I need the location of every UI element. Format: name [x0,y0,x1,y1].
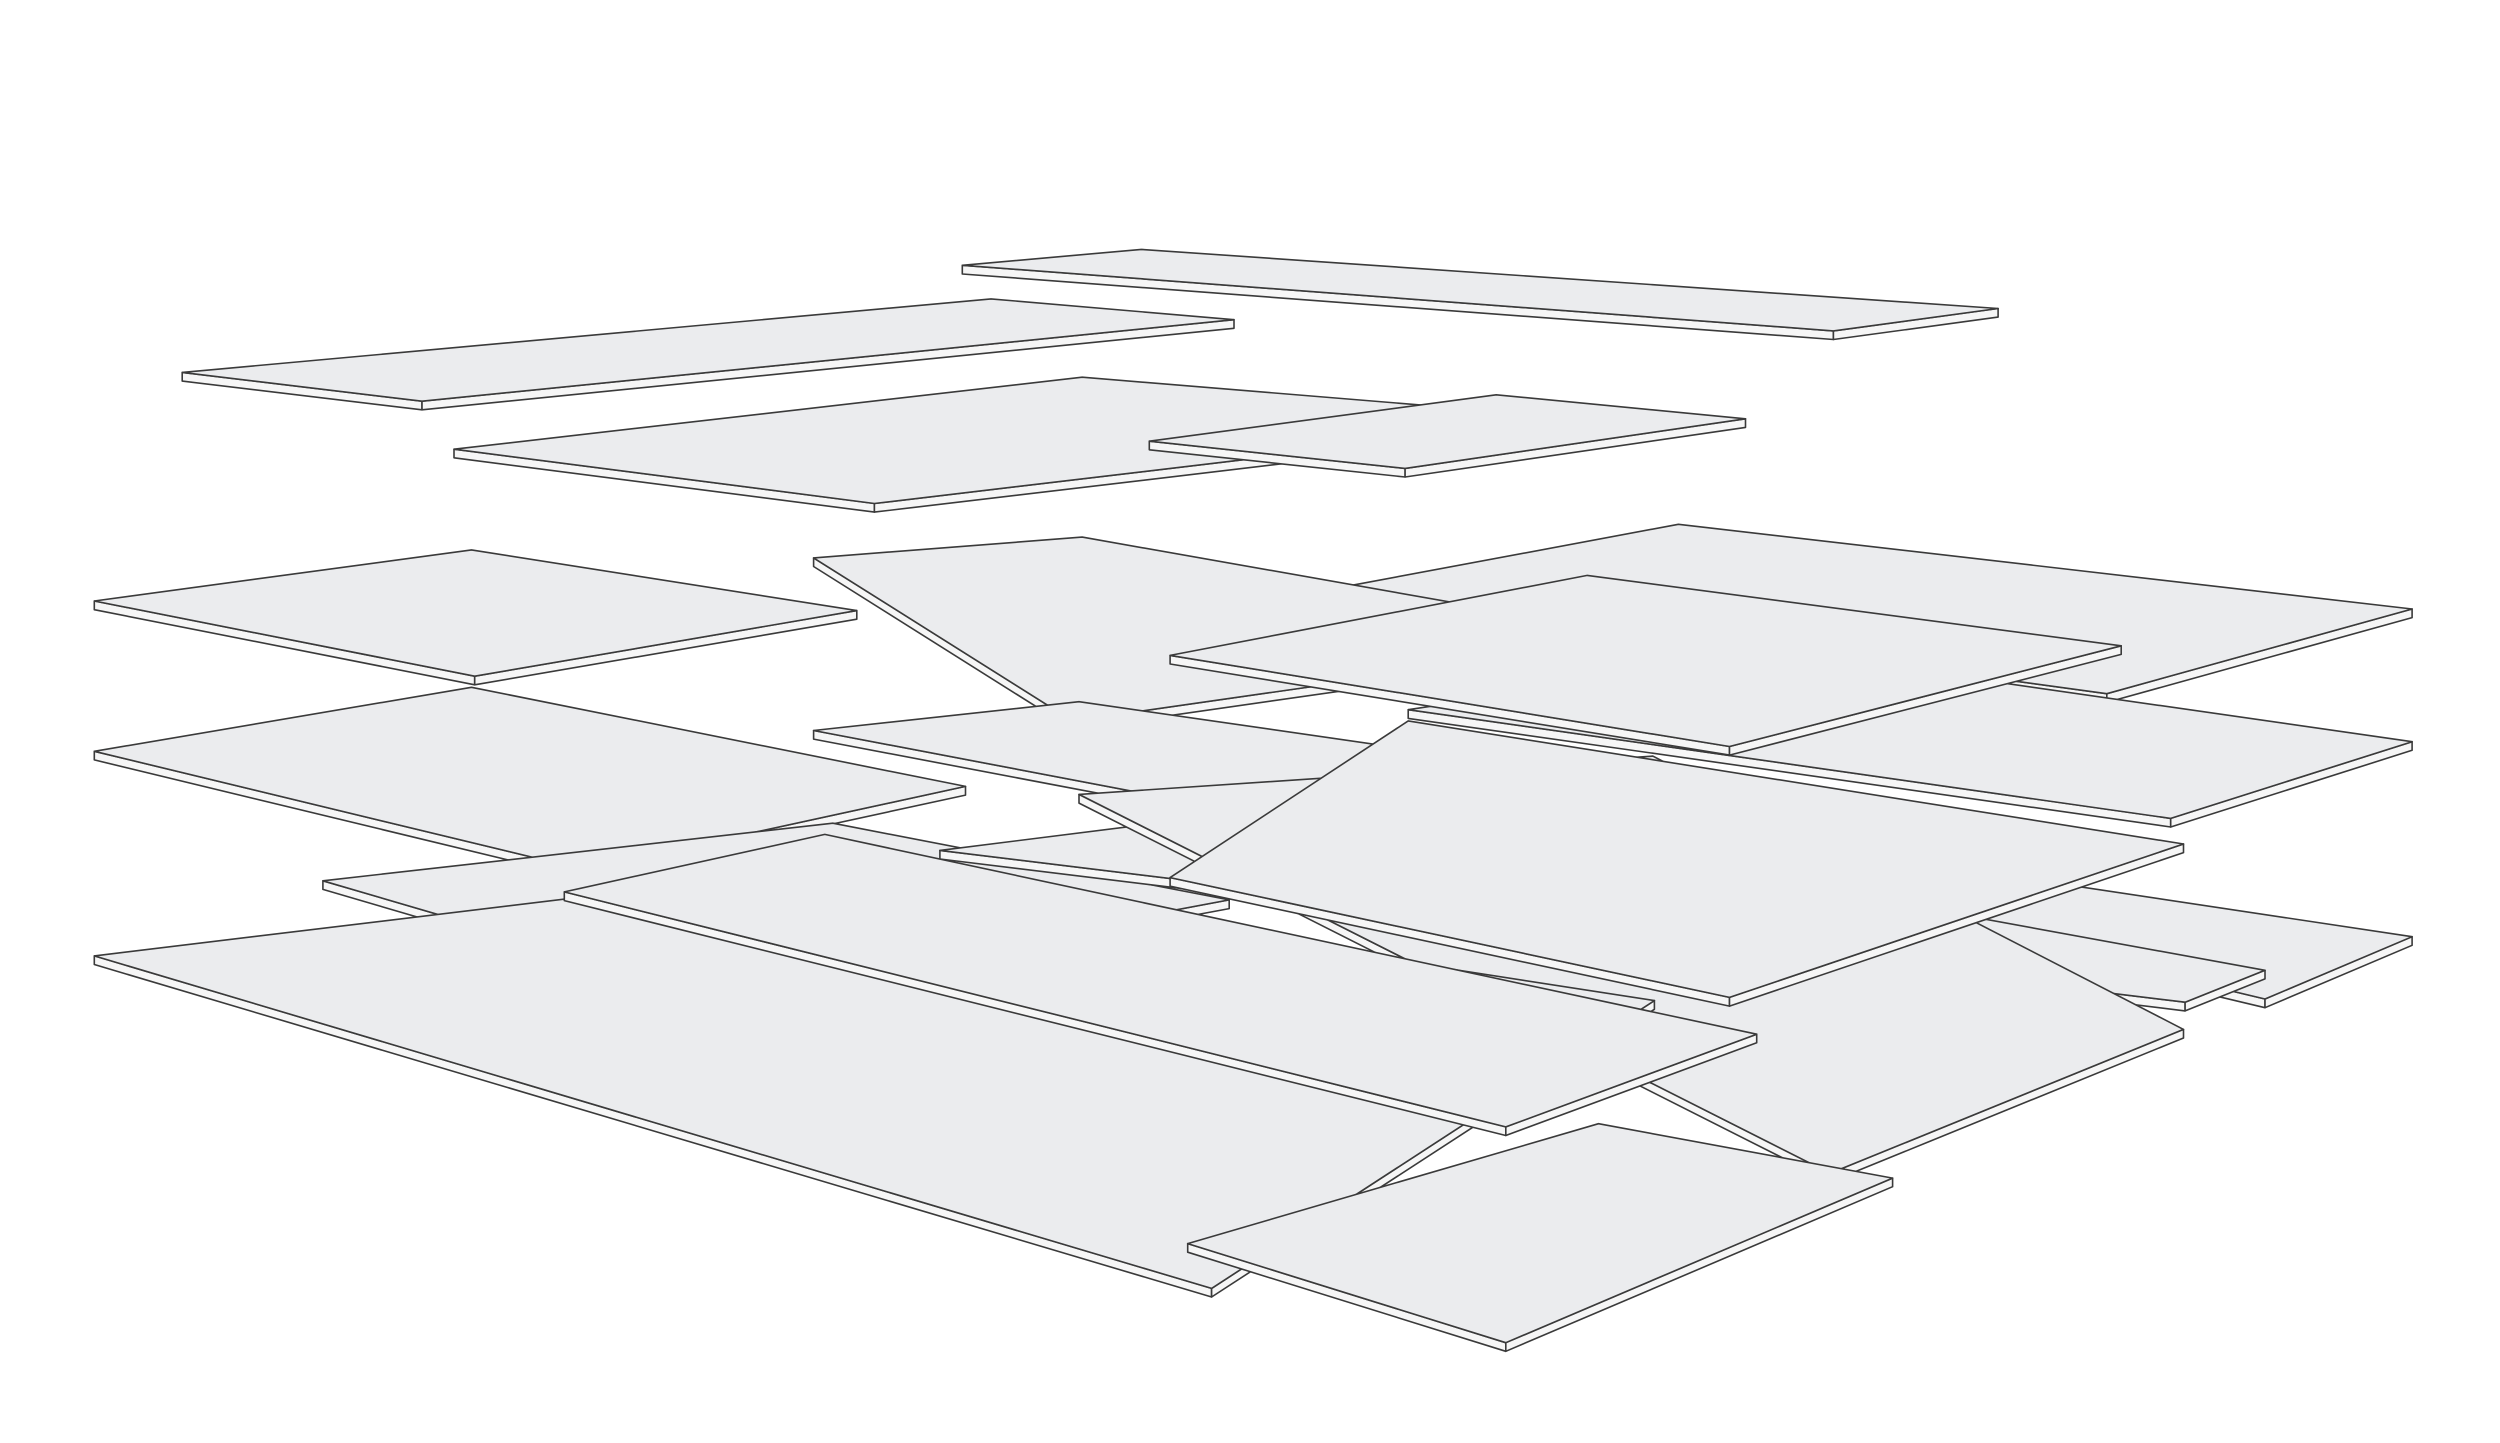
panel-stack [93,248,2413,1353]
panel-top-face [1148,393,1747,470]
panel-8 [93,549,858,686]
panel-top-face [961,248,1999,332]
panel-1 [961,248,1999,341]
panel-top-face [563,833,1758,1128]
panel-9 [1169,574,2122,756]
panel-top-face [93,686,967,871]
panel-19 [1186,1122,1894,1353]
panel-top-face [93,549,858,678]
panel-top-face [1169,574,2122,748]
panel-top-face [1169,720,2185,999]
panel-top-face [1186,1122,1894,1344]
panel-2 [181,298,1235,411]
panel-18 [563,833,1758,1137]
panel-17 [1169,720,2185,1007]
panel-6 [1148,393,1747,478]
panel-top-face [181,298,1235,403]
